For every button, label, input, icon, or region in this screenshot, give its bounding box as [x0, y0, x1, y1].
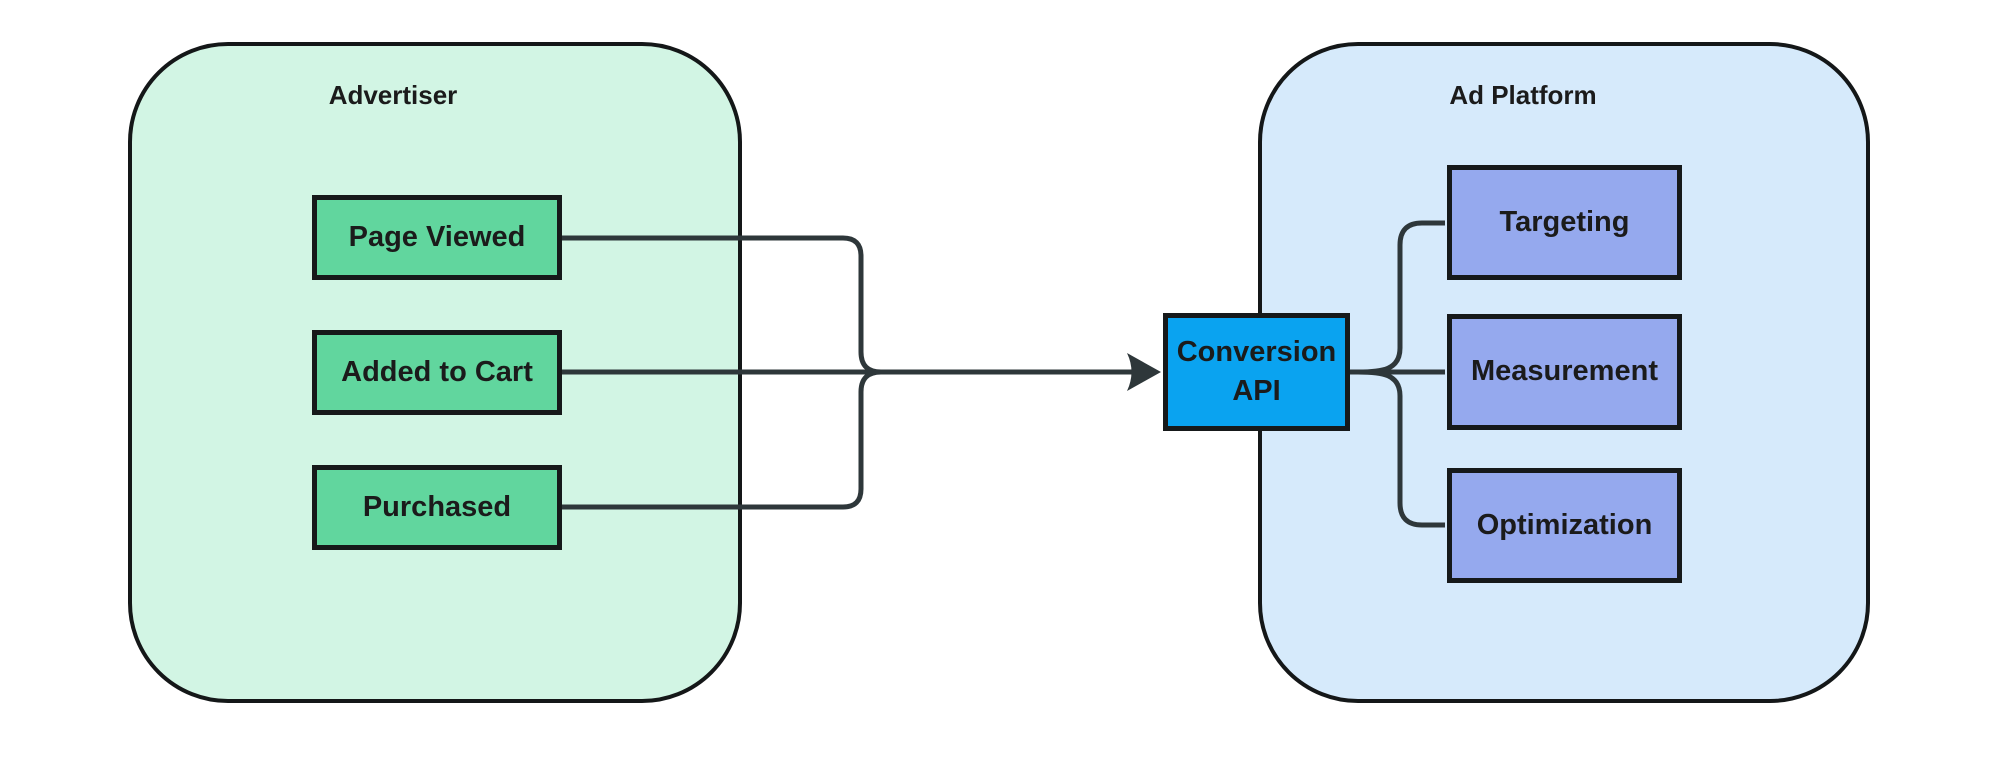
node-targeting: Targeting [1447, 165, 1682, 280]
ad-platform-title: Ad Platform [1449, 80, 1597, 110]
node-optimization: Optimization [1447, 468, 1682, 583]
node-page-viewed: Page Viewed [312, 195, 562, 280]
node-added-to-cart: Added to Cart [312, 330, 562, 415]
node-optimization-label: Optimization [1476, 508, 1653, 541]
connector-page-viewed-to-hub [562, 235, 882, 375]
node-added-to-cart-label: Added to Cart [341, 355, 533, 388]
node-targeting-label: Targeting [1499, 205, 1630, 238]
node-purchased: Purchased [312, 465, 562, 550]
advertiser-title: Advertiser [328, 80, 458, 110]
node-conversion-api: Conversion API [1163, 313, 1350, 431]
node-measurement: Measurement [1447, 314, 1682, 430]
connector-hub-to-targeting [1357, 220, 1445, 375]
arrowhead-into-hub [1127, 353, 1161, 391]
node-conversion-api-label-line2: API [1232, 375, 1281, 407]
connector-hub-to-optimization [1357, 369, 1445, 528]
node-purchased-label: Purchased [362, 490, 512, 523]
node-conversion-api-label-line1: Conversion [1176, 335, 1337, 368]
node-measurement-label: Measurement [1471, 355, 1658, 388]
node-page-viewed-label: Page Viewed [348, 220, 526, 253]
connector-purchased-to-hub [562, 369, 882, 510]
